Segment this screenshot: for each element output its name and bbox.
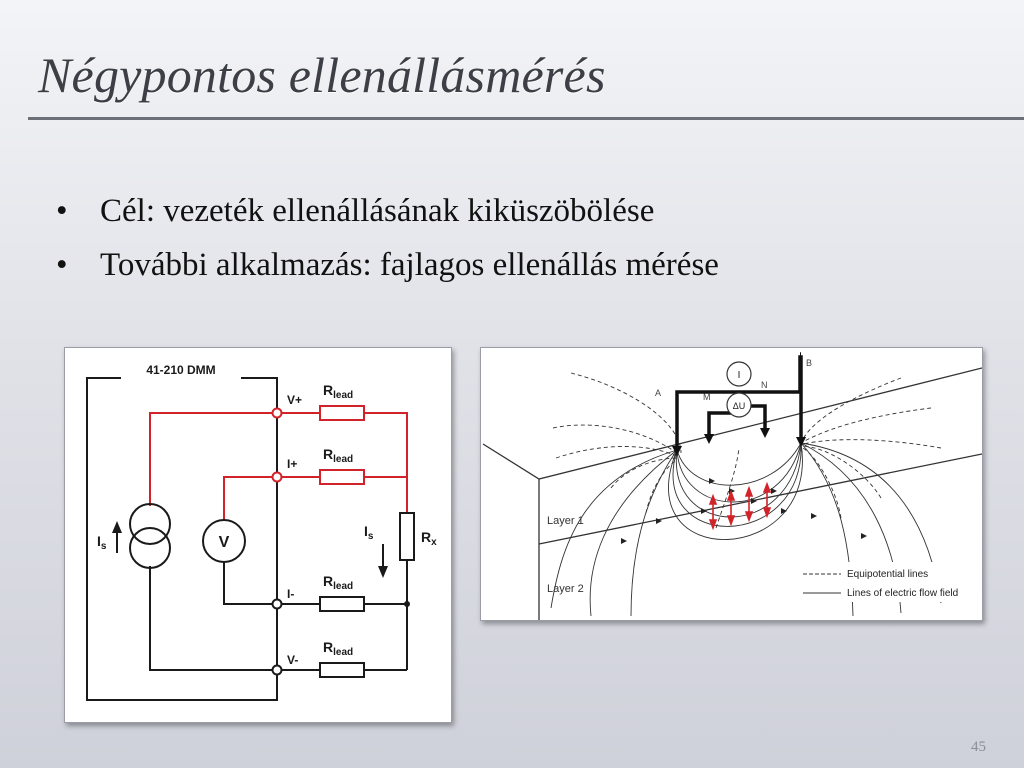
terminal-iminus [271, 598, 283, 610]
bullet-item: • További alkalmazás: fajlagos ellenállá… [56, 242, 719, 296]
bullet-symbol: • [56, 193, 68, 229]
terminal-iplus [271, 471, 283, 483]
potential-electrode-wire-n [747, 404, 767, 434]
lead-resistor [319, 662, 365, 678]
current-source-symbol [129, 503, 171, 569]
legend: Equipotential lines Lines of electric fl… [799, 562, 981, 602]
voltmeter-label: V [219, 534, 230, 551]
title-underline [28, 117, 1024, 120]
load-current-label: Is [364, 523, 374, 542]
lead-resistor-label: Rlead [323, 446, 353, 465]
bullet-text: Cél: vezeték ellenállásának kiküszöbölés… [100, 193, 655, 229]
meter-label: ΔU [733, 401, 746, 411]
lead-resistor-label: Rlead [323, 382, 353, 401]
electrode-label: B [806, 358, 812, 368]
earth-resistivity-diagram: I ΔU A M N B Layer 1 Layer 2 Equipotenti… [480, 347, 983, 621]
electrode-label: A [655, 388, 661, 398]
four-wire-circuit-diagram: 41-210 DMM V+ I+ I- V- Rlead Rlead Rlead… [64, 347, 452, 723]
source-current-label: Is [97, 533, 107, 552]
lead-resistor-label: Rlead [323, 573, 353, 592]
bullet-text: További alkalmazás: fajlagos ellenállás … [100, 247, 719, 283]
bullet-list: • Cél: vezeték ellenállásának kiküszöböl… [56, 188, 719, 296]
terminal-vplus [271, 407, 283, 419]
red-wire-vplus [149, 412, 277, 506]
legend-label: Lines of electric flow field [847, 588, 958, 599]
electrode-label: M [703, 392, 711, 402]
terminal-label: V- [287, 653, 298, 667]
current-electrode-wire [675, 355, 803, 452]
bullet-symbol: • [56, 247, 68, 283]
equipotential-lines [552, 372, 942, 529]
red-wire-iplus [223, 476, 277, 520]
legend-label: Equipotential lines [847, 569, 928, 580]
terminal-vminus [271, 664, 283, 676]
layer-boundary [538, 453, 982, 545]
terminal-label: I+ [287, 457, 297, 471]
voltage-meter [726, 392, 752, 418]
terminal-label: I- [287, 587, 294, 601]
lead-resistor [319, 596, 365, 612]
lead-resistor [319, 405, 365, 421]
page-number: 45 [971, 739, 986, 755]
lead-resistor [319, 469, 365, 485]
unknown-resistor-label: Rx [421, 529, 437, 548]
potential-electrode-wire-m [707, 411, 731, 440]
black-wire-vminus [149, 566, 407, 671]
layer-label: Layer 1 [547, 515, 584, 527]
current-meter [726, 361, 752, 387]
current-arrows [708, 481, 772, 531]
dmm-label: 41-210 DMM [146, 363, 215, 377]
unknown-resistor [399, 512, 415, 561]
electrode-label: N [761, 380, 768, 390]
black-wire-iminus [223, 562, 407, 605]
red-wire-vplus-right [277, 412, 408, 513]
lead-resistor-label: Rlead [323, 639, 353, 658]
dmm-outline [86, 377, 278, 701]
bullet-item: • Cél: vezeték ellenállásának kiküszöböl… [56, 188, 719, 242]
slide-title: Négypontos ellenállásmérés [38, 47, 606, 103]
voltmeter-symbol [202, 519, 246, 563]
layer-label: Layer 2 [547, 583, 584, 595]
meter-label: I [738, 370, 741, 381]
terminal-label: V+ [287, 393, 302, 407]
